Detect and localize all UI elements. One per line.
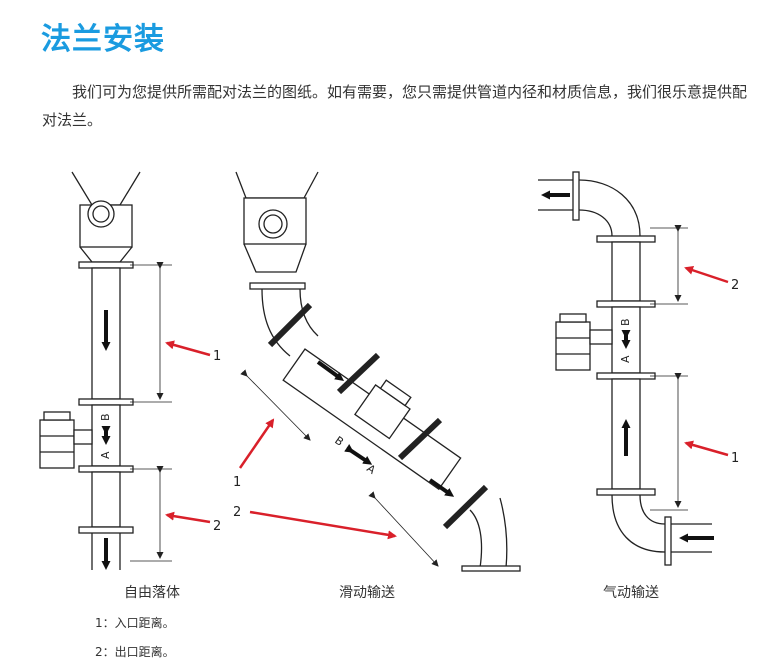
callout-number-2: 2 (731, 278, 739, 293)
hopper-cone (235, 171, 319, 199)
pipe-section (91, 471, 121, 528)
flange (664, 516, 672, 566)
pipe-inlet (671, 523, 712, 553)
callout-arrow (684, 265, 729, 284)
flange (572, 171, 580, 221)
flange (596, 372, 656, 380)
dimension-line (240, 369, 311, 441)
callout-number-1: 1 (213, 349, 221, 364)
flange (78, 261, 134, 269)
outlet-base (461, 565, 521, 572)
flange (249, 282, 306, 290)
diagram-slide-transport (235, 171, 521, 572)
sensor-icon (555, 313, 613, 371)
page-title: 法兰安装 (41, 22, 165, 57)
callout-number-1: 1 (233, 475, 241, 490)
callout-arrow (249, 510, 397, 540)
caption-free-fall: 自由落体 (124, 585, 180, 601)
sensor-icon (354, 379, 412, 440)
pipe-bend (261, 288, 319, 357)
note-outlet-distance: 2：出口距离。 (95, 645, 175, 659)
dimension-line (368, 491, 439, 567)
flange (596, 300, 656, 308)
flange (78, 526, 134, 534)
flange (596, 235, 656, 243)
inspection-window-icon (258, 209, 288, 239)
intro-paragraph: 我们可为您提供所需配对法兰的图纸。如有需要，您只需提供管道内径和材质信息，我们很… (42, 83, 748, 129)
label-a: A (619, 355, 632, 363)
label-b: B (332, 434, 346, 449)
callout-number-1: 1 (731, 451, 739, 466)
pipe-bend (611, 494, 666, 553)
flange (596, 488, 656, 496)
label-a: A (99, 451, 112, 459)
flow-arrow (428, 478, 455, 497)
caption-slide-transport: 滑动输送 (339, 585, 395, 601)
callout-arrow (165, 511, 211, 524)
callout-number-2: 2 (233, 505, 241, 520)
callout-arrow (684, 440, 729, 457)
caption-pneumatic-conveying: 气动输送 (603, 585, 659, 601)
hopper-cone (71, 171, 141, 206)
note-inlet-distance: 1：入口距离。 (95, 616, 175, 630)
inspection-window-icon (87, 200, 115, 228)
label-b: B (619, 318, 632, 326)
ab-arrow (344, 444, 373, 465)
callout-arrow (238, 418, 275, 469)
sensor-icon (39, 411, 93, 469)
flange (78, 465, 134, 473)
flange (78, 398, 134, 406)
label-a: A (364, 462, 378, 477)
callout-arrow (165, 340, 211, 357)
label-b: B (99, 413, 112, 421)
diagram-pneumatic-conveying (538, 171, 729, 566)
flow-arrow (316, 360, 345, 381)
pipe-outlet-bend (469, 497, 508, 569)
pipe-outlet (91, 533, 121, 570)
diagram-free-fall (39, 171, 211, 570)
pipe-bend (578, 179, 641, 237)
pipe-section (611, 241, 641, 302)
callout-number-2: 2 (213, 519, 221, 534)
pipe-inlet (538, 179, 573, 211)
